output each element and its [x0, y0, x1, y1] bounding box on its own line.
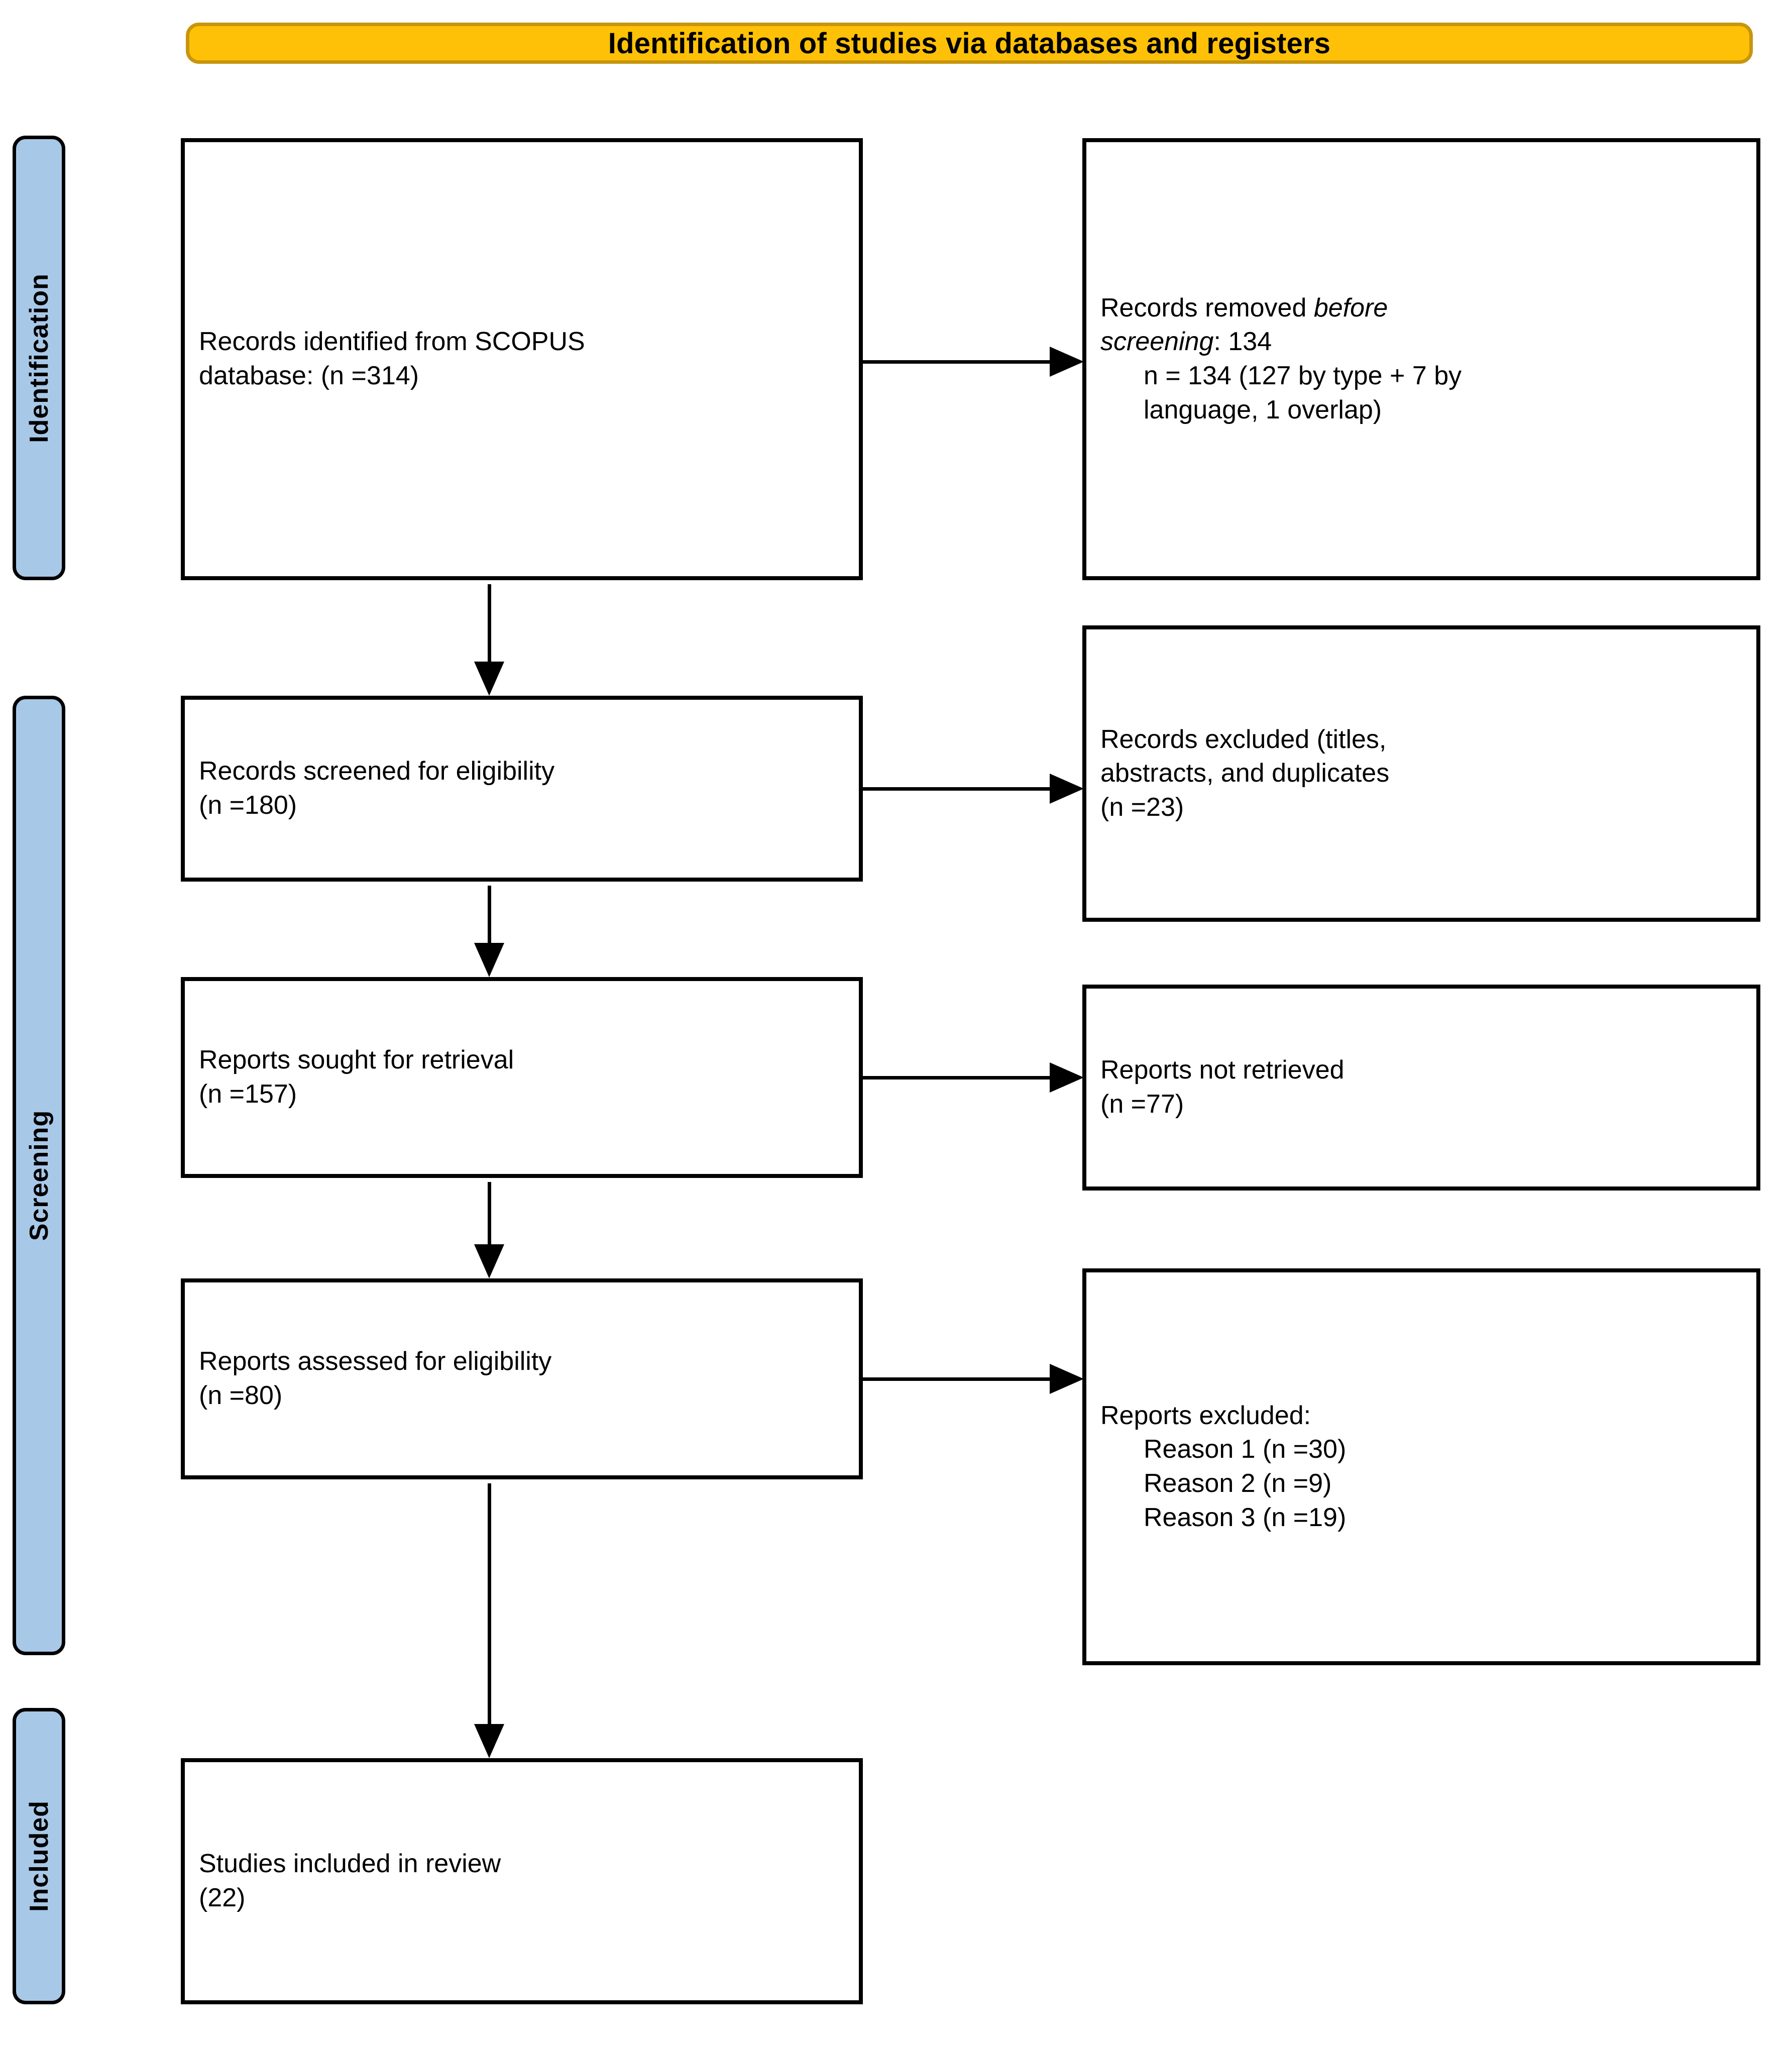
- arrow-head-down-icon: [474, 943, 504, 977]
- arrow-sought-to-not-retrieved: [863, 1062, 1084, 1093]
- records-removed-text: Records removed: [1100, 293, 1314, 322]
- box-reports-sought: Reports sought for retrieval (n =157): [181, 977, 863, 1178]
- arrow-head-down-icon: [474, 662, 504, 696]
- reports-assessed-line2: (n =80): [199, 1381, 283, 1410]
- arrow-shaft: [488, 584, 491, 662]
- studies-included-line1: Studies included in review: [199, 1849, 501, 1879]
- box-reports-excluded: Reports excluded: Reason 1 (n =30) Reaso…: [1082, 1268, 1760, 1665]
- arrow-assessed-to-reports-excluded: [863, 1364, 1084, 1394]
- stage-bar-screening: Screening: [13, 696, 65, 1655]
- reports-excluded-line1: Reports excluded:: [1100, 1400, 1311, 1430]
- reports-excluded-reason-1: Reason 1 (n =30): [1144, 1435, 1347, 1464]
- records-identified-line2: database: (n =314): [199, 361, 419, 390]
- arrow-shaft: [488, 1483, 491, 1724]
- arrow-assessed-to-included: [474, 1483, 504, 1758]
- arrow-head-down-icon: [474, 1724, 504, 1758]
- stage-label-identification: Identification: [24, 273, 54, 443]
- box-records-screened: Records screened for eligibility (n =180…: [181, 696, 863, 882]
- arrow-sought-to-assessed: [474, 1182, 504, 1278]
- box-reports-not-retrieved: Reports not retrieved (n =77): [1082, 985, 1760, 1191]
- stage-label-screening: Screening: [24, 1110, 54, 1241]
- records-removed-line1: Records removed before: [1100, 291, 1742, 326]
- records-excluded-line2: abstracts, and duplicates: [1100, 759, 1390, 788]
- reports-excluded-reason-2: Reason 2 (n =9): [1144, 1469, 1332, 1498]
- arrow-shaft: [488, 886, 491, 943]
- arrow-identified-to-screened: [474, 584, 504, 696]
- arrow-identified-to-removed: [863, 347, 1084, 377]
- records-screened-line1: Records screened for eligibility: [199, 757, 555, 786]
- records-removed-emphasis-before: before: [1313, 293, 1388, 322]
- reports-sought-line2: (n =157): [199, 1080, 297, 1109]
- arrow-shaft: [863, 1377, 1050, 1381]
- diagram-banner: Identification of studies via databases …: [186, 23, 1753, 64]
- records-removed-line2: screening: 134: [1100, 325, 1742, 359]
- reports-excluded-reason-3: Reason 3 (n =19): [1144, 1502, 1347, 1532]
- arrow-shaft: [863, 1076, 1050, 1080]
- studies-included-line2: (22): [199, 1883, 246, 1912]
- arrow-shaft: [863, 360, 1050, 364]
- arrow-head-right-icon: [1050, 1062, 1084, 1093]
- reports-assessed-line1: Reports assessed for eligibility: [199, 1347, 552, 1376]
- records-screened-line2: (n =180): [199, 791, 297, 820]
- stage-bar-included: Included: [13, 1708, 65, 2004]
- records-excluded-line3: (n =23): [1100, 792, 1184, 822]
- reports-sought-line1: Reports sought for retrieval: [199, 1045, 514, 1075]
- box-reports-assessed: Reports assessed for eligibility (n =80): [181, 1278, 863, 1479]
- arrow-shaft: [863, 787, 1050, 791]
- records-removed-emphasis-screening: screening: [1100, 327, 1214, 357]
- arrow-screened-to-excluded: [863, 774, 1084, 804]
- arrow-screened-to-sought: [474, 886, 504, 977]
- records-removed-count: : 134: [1213, 327, 1272, 357]
- records-removed-line3: n = 134 (127 by type + 7 by: [1144, 361, 1462, 390]
- arrow-head-right-icon: [1050, 774, 1084, 804]
- reports-not-retrieved-line2: (n =77): [1100, 1090, 1184, 1119]
- stage-bar-identification: Identification: [13, 136, 65, 580]
- reports-not-retrieved-line1: Reports not retrieved: [1100, 1055, 1345, 1085]
- records-excluded-line1: Records excluded (titles,: [1100, 724, 1387, 754]
- box-records-identified: Records identified from SCOPUS database:…: [181, 138, 863, 580]
- arrow-head-right-icon: [1050, 347, 1084, 377]
- banner-title: Identification of studies via databases …: [608, 27, 1331, 60]
- arrow-head-right-icon: [1050, 1364, 1084, 1394]
- records-identified-line1: Records identified from SCOPUS: [199, 327, 585, 357]
- box-studies-included: Studies included in review (22): [181, 1758, 863, 2004]
- arrow-shaft: [488, 1182, 491, 1244]
- records-removed-line4: language, 1 overlap): [1144, 395, 1382, 424]
- box-records-removed: Records removed before screening: 134 n …: [1082, 138, 1760, 580]
- arrow-head-down-icon: [474, 1244, 504, 1278]
- box-records-excluded: Records excluded (titles, abstracts, and…: [1082, 625, 1760, 922]
- stage-label-included: Included: [24, 1800, 54, 1912]
